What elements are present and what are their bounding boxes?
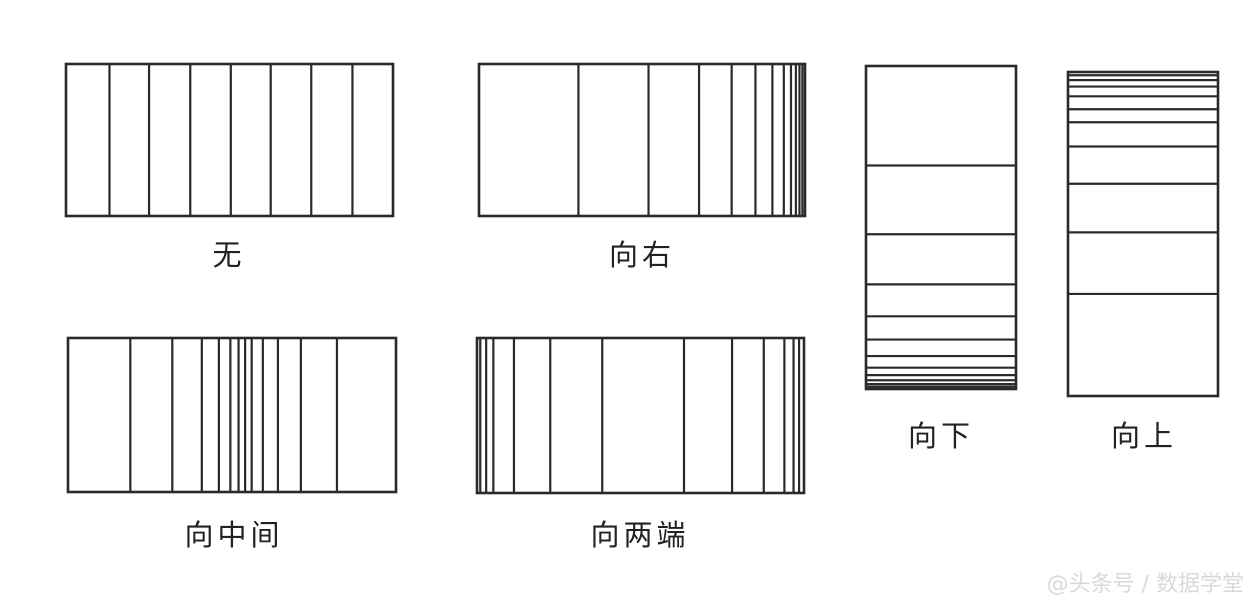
diagram-right (477, 62, 807, 218)
diagram-frame (64, 62, 395, 218)
label-right: 向右 (608, 238, 676, 272)
diagram-frame (66, 336, 398, 494)
diagram-up (1066, 70, 1220, 398)
diagram-frame (864, 64, 1018, 391)
diagram-frame (477, 62, 807, 218)
diagram-ends (475, 336, 806, 495)
label-down: 向下 (907, 419, 975, 453)
diagram-frame (1066, 70, 1220, 398)
label-none: 无 (212, 238, 246, 272)
diagram-frame (475, 336, 806, 495)
label-up: 向上 (1110, 419, 1178, 453)
label-ends: 向两端 (590, 518, 690, 552)
label-middle: 向中间 (184, 518, 284, 552)
diagram-middle (66, 336, 398, 494)
diagram-none (64, 62, 395, 218)
diagram-down (864, 64, 1018, 391)
watermark-text: @头条号 / 数据学堂 (1046, 572, 1244, 597)
